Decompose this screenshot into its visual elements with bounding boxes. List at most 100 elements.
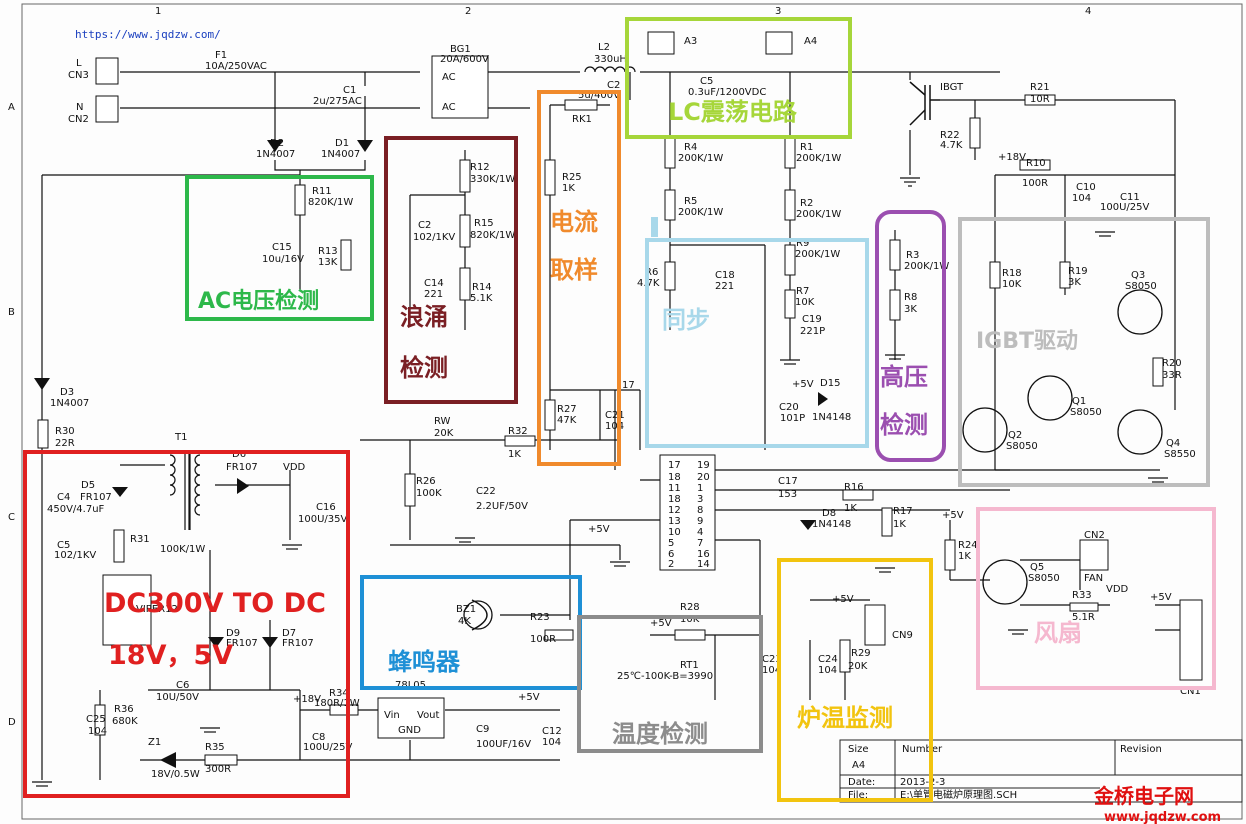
lbl-c25: C25	[86, 714, 106, 725]
ic-pin-l2: 11	[668, 483, 681, 494]
lbl-rk1: RK1	[572, 114, 592, 125]
lbl-c18-val: 221	[715, 281, 734, 292]
lbl-r21-val: 10R	[1030, 94, 1050, 105]
lbl-c4: C4	[57, 492, 70, 503]
lbl-l2: L2	[598, 42, 610, 53]
lbl-vdd-pwr: VDD	[283, 462, 306, 473]
zone-label-fan: 风扇	[1034, 619, 1082, 647]
grid-letter-b: B	[8, 307, 15, 318]
lbl-ac1: AC	[442, 72, 456, 83]
ic-pin-l9: 2	[668, 559, 674, 570]
lbl-d3: D3	[60, 387, 74, 398]
lbl-vout: Vout	[417, 710, 440, 721]
lbl-vin: Vin	[384, 710, 400, 721]
ic-pin-r0: 19	[697, 460, 710, 471]
lbl-r24-val: 1K	[958, 551, 971, 562]
lbl-n: N	[76, 102, 83, 113]
zone-power	[23, 450, 350, 798]
lbl-q3-val: S8050	[1125, 281, 1157, 292]
lbl-r14: R14	[472, 282, 492, 293]
lbl-r27-val: 47K	[557, 415, 577, 426]
lbl-bg1-val: 20A/600V	[440, 54, 489, 65]
lbl-r1-val: 200K/1W	[796, 153, 841, 164]
lbl-r36: R36	[114, 704, 134, 715]
lbl-r32-val: 1K	[508, 449, 521, 460]
lbl-r21: R21	[1030, 82, 1050, 93]
zone-current	[537, 90, 621, 466]
lbl-r25: R25	[562, 172, 582, 183]
lbl-d6-val: FR107	[226, 462, 258, 473]
zone-label-current-1: 电流	[550, 208, 598, 236]
diodes	[34, 140, 828, 768]
lbl-5v-reg: +5V	[518, 692, 540, 703]
ic-pin-l1: 18	[668, 472, 681, 483]
lbl-l: L	[76, 58, 82, 69]
lbl-c17: C17	[778, 476, 798, 487]
lbl-c18: C18	[715, 270, 735, 281]
lbl-q1: Q1	[1072, 396, 1086, 407]
lbl-d15: D15	[820, 378, 840, 389]
connectors	[95, 31, 1203, 739]
lbl-z1: Z1	[148, 737, 161, 748]
zone-sync	[645, 238, 869, 448]
lbl-c17-val: 153	[778, 489, 797, 500]
lbl-vdd-fan: VDD	[1106, 584, 1129, 595]
lbl-r4: R4	[684, 142, 697, 153]
title-size-label: Size	[848, 744, 869, 755]
lbl-c24: C24	[818, 654, 838, 665]
lbl-c10: C10	[1076, 182, 1096, 193]
ic-pin-l3: 18	[668, 494, 681, 505]
lbl-r16: R16	[844, 482, 864, 493]
lbl-bz1: BZ1	[456, 604, 476, 615]
watermark-name: 金桥电子网	[1093, 784, 1194, 808]
lbl-r35: R35	[205, 742, 225, 753]
lbl-5v-ic: +5V	[588, 524, 610, 535]
lbl-q4: Q4	[1166, 438, 1180, 449]
resistor-bodies	[37, 94, 1164, 766]
zone-surge	[384, 136, 518, 404]
lbl-c5: C5	[700, 76, 713, 87]
lbl-r33: R33	[1072, 590, 1092, 601]
lbl-c20-val: 101P	[780, 413, 805, 424]
ic-pin-r1: 20	[697, 472, 710, 483]
lbl-d7: D7	[282, 628, 296, 639]
lbl-r15: R15	[474, 218, 494, 229]
lbl-r20: R20	[1162, 358, 1182, 369]
title-revision-label: Revision	[1120, 744, 1162, 755]
lbl-r7: R7	[796, 286, 809, 297]
lbl-c1-val: 2u/275AC	[313, 96, 362, 107]
lbl-c1: C1	[343, 85, 356, 96]
lbl-r25-val: 1K	[562, 183, 575, 194]
title-size-value: A4	[852, 760, 865, 771]
lbl-r17-val: 1K	[893, 519, 906, 530]
lbl-r18-val: 10K	[1002, 279, 1022, 290]
lbl-c2b: C2	[418, 220, 431, 231]
lbl-d6: D6	[232, 449, 246, 460]
drawing-frame	[21, 3, 1243, 820]
lbl-r28-val: 10K	[680, 614, 700, 625]
zone-fan	[976, 507, 1216, 690]
lbl-r3: R3	[906, 250, 919, 261]
lbl-cn2b: CN2	[1084, 530, 1105, 541]
grid-num-4: 4	[1085, 6, 1091, 17]
lbl-d8a-val: 1N4148	[812, 519, 851, 530]
lbl-rw: RW	[434, 416, 451, 427]
lbl-q5-val: S8050	[1028, 573, 1060, 584]
title-file-label: File:	[848, 790, 868, 801]
lbl-r4-val: 200K/1W	[678, 153, 723, 164]
lbl-5v-r24: +5V	[942, 510, 964, 521]
lbl-c6-val: 10U/50V	[156, 692, 199, 703]
zone-label-sync: 同步	[662, 306, 710, 334]
zone-label-high-voltage-1: 高压	[880, 363, 928, 391]
lbl-r2-val: 200K/1W	[796, 209, 841, 220]
ground-symbols	[32, 177, 1168, 787]
lbl-r9-val: 200K/1W	[795, 249, 840, 260]
zone-label-temp: 温度检测	[612, 720, 708, 748]
lbl-f1: F1	[215, 50, 227, 61]
lbl-c14-val: 221	[424, 289, 443, 300]
lbl-r34: R34	[329, 688, 349, 699]
lbl-c22: C22	[476, 486, 496, 497]
watermark-url: www.jqdzw.com	[1104, 810, 1221, 824]
lbl-c23: C23	[762, 654, 782, 665]
